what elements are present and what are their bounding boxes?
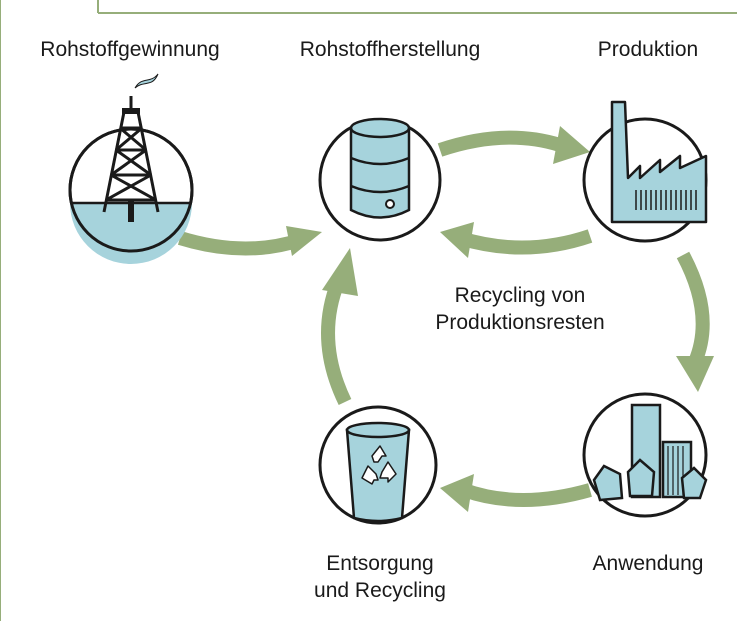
arrow-heads — [286, 126, 714, 512]
arrow-manufacturing-to-production — [437, 130, 563, 157]
barrel-icon — [318, 117, 442, 242]
label-disposal: Entsorgung und Recycling — [314, 552, 446, 602]
recycle-symbol-icon — [361, 445, 397, 485]
label-manufacturing: Rohstoffherstellung — [299, 38, 481, 61]
factory-icon — [582, 100, 708, 243]
arrow-application-to-disposal — [461, 483, 592, 507]
label-application: Anwendung — [592, 552, 704, 575]
arrow-extraction-to-manufacturing — [177, 231, 303, 256]
arrow-disposal-to-manufacturing — [321, 279, 352, 406]
oil-rig-icon — [68, 73, 194, 264]
arrow-production-to-manufacturing — [457, 229, 593, 255]
label-extraction: Rohstoffgewinnung — [40, 38, 220, 61]
label-production: Produktion — [597, 38, 699, 61]
cycle-arrows — [177, 130, 710, 507]
city-icon — [582, 392, 708, 518]
recycling-bin-icon — [318, 405, 438, 525]
arrow-production-to-application — [676, 251, 710, 365]
label-recycling-note: Recycling von Produktionsresten — [435, 284, 605, 334]
